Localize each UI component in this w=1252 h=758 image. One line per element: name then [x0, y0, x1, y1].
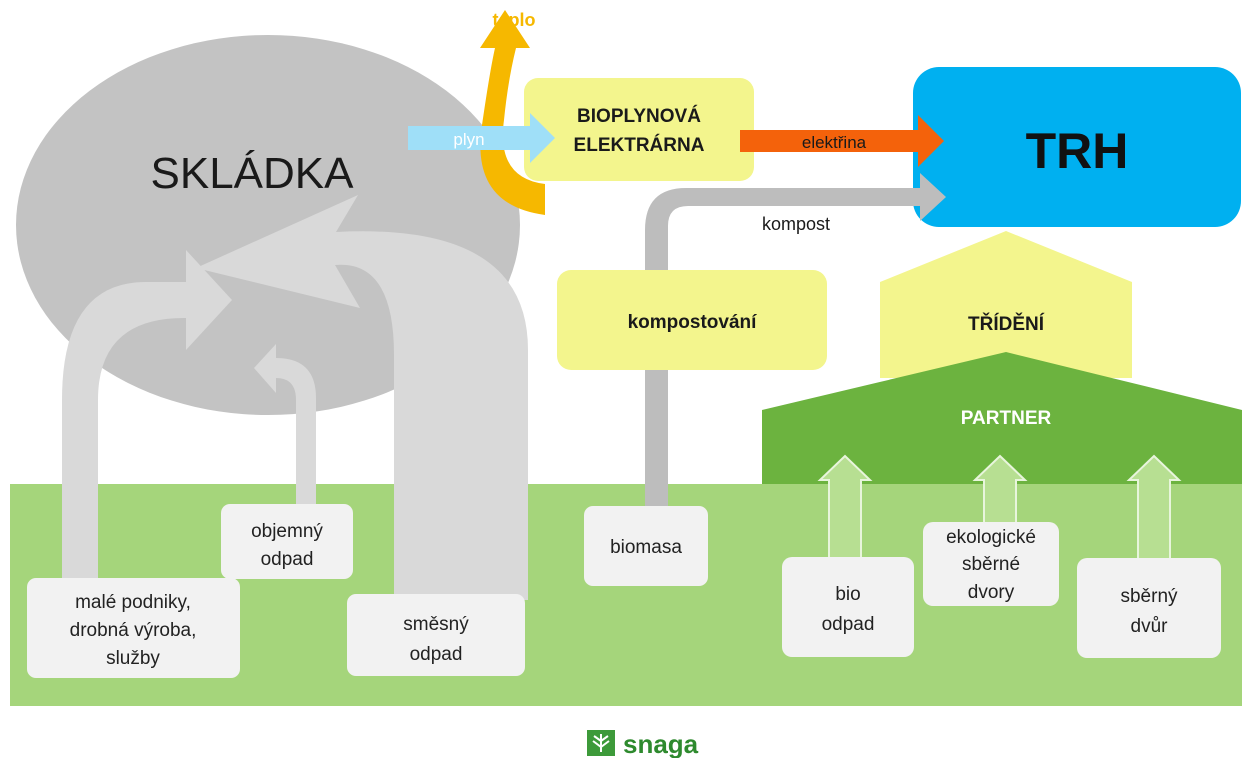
sorting-shape: [880, 231, 1132, 378]
small-business-line2: drobná výroba,: [70, 620, 197, 641]
heat-arrow: [480, 10, 545, 215]
collection-yard-box: [1077, 558, 1221, 658]
bio-waste-line1: bio: [835, 584, 860, 605]
mixed-waste-box: [347, 594, 525, 676]
small-business-line1: malé podniky,: [75, 592, 191, 613]
collection-yard-line1: sběrný: [1120, 586, 1178, 607]
partner-shape: [762, 352, 1242, 484]
electricity-arrow: [740, 115, 944, 167]
mixed-waste-line2: odpad: [410, 644, 463, 665]
bulky-waste-arrow: [254, 344, 316, 514]
sorting-label: TŘÍDĚNÍ: [968, 313, 1045, 335]
eco-yards-line1: ekologické: [946, 527, 1036, 548]
eco-yards-box: [923, 522, 1059, 606]
heat-label: teplo: [493, 10, 536, 30]
logo-text: snaga: [623, 729, 699, 758]
composting-label: kompostování: [628, 312, 758, 333]
electricity-label: elektřina: [802, 133, 867, 152]
collection-yard-up-arrow: [1126, 454, 1182, 561]
bio-waste-box: [782, 557, 914, 657]
bio-waste-up-arrow: [817, 454, 873, 561]
snaga-logo: snaga: [587, 729, 699, 758]
small-business-box: [27, 578, 240, 678]
small-business-arrow: [62, 250, 232, 585]
plant-line2: ELEKTRÁRNA: [574, 134, 705, 156]
biomass-label: biomasa: [610, 537, 682, 558]
mixed-waste-arrow: [196, 195, 528, 600]
compost-arrow: [645, 173, 946, 510]
eco-yards-line3: dvory: [968, 582, 1015, 603]
bio-waste-line2: odpad: [822, 614, 875, 635]
collection-yard-line2: dvůr: [1131, 616, 1169, 637]
composting-box: [557, 270, 827, 370]
biomass-box: [584, 506, 708, 586]
bulky-waste-box: [221, 504, 353, 579]
eco-yards-up-arrow: [972, 454, 1028, 526]
market-label: TRH: [1026, 123, 1129, 179]
partner-label: PARTNER: [961, 408, 1052, 429]
bulky-waste-line2: odpad: [261, 549, 314, 570]
landfill-label: SKLÁDKA: [151, 149, 355, 198]
mixed-waste-line1: směsný: [403, 614, 469, 635]
eco-yards-line2: sběrné: [962, 554, 1020, 575]
bulky-waste-line1: objemný: [251, 521, 323, 542]
market-box: [913, 67, 1241, 227]
compost-label: kompost: [762, 214, 830, 234]
small-business-line3: služby: [106, 648, 160, 669]
gas-label: plyn: [453, 130, 484, 149]
biogas-plant-box: [524, 78, 754, 181]
plant-line1: BIOPLYNOVÁ: [577, 105, 701, 127]
gas-arrow: [408, 113, 555, 163]
